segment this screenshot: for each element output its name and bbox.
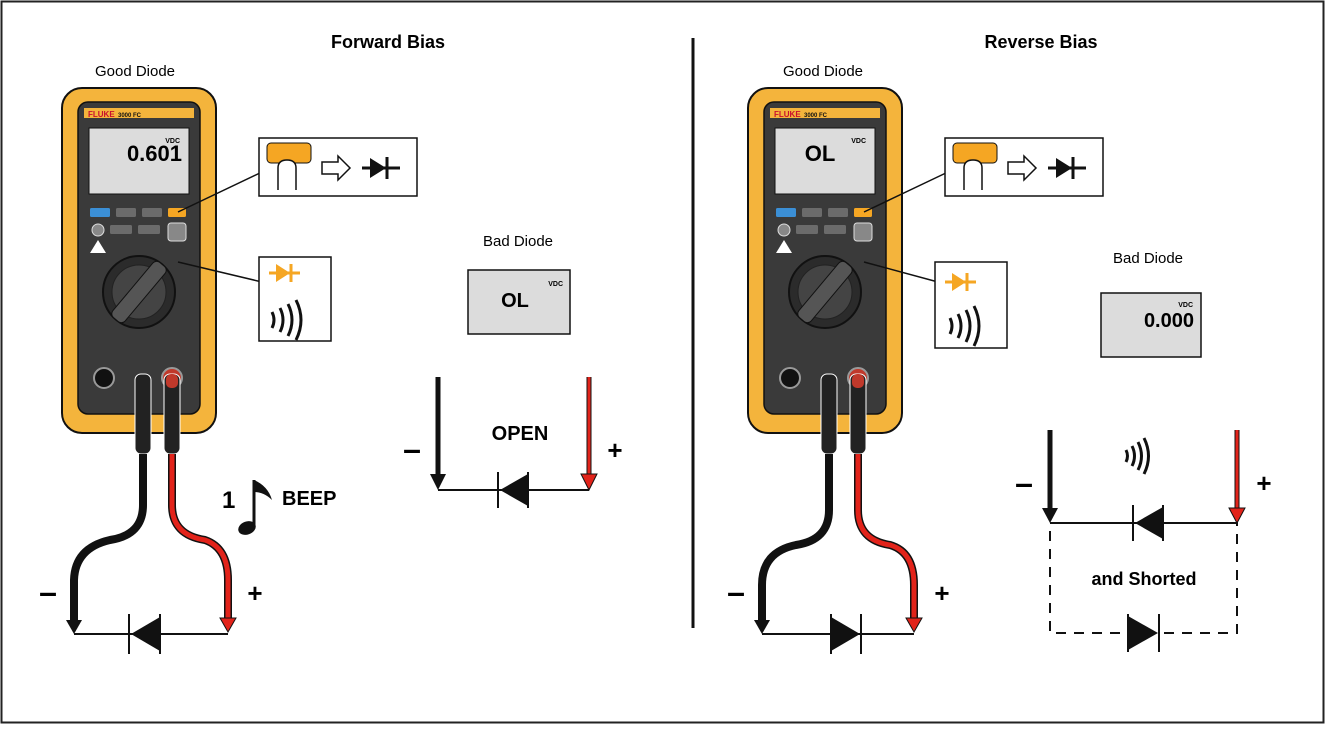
diode-symbol-right xyxy=(831,617,860,651)
minmax-button[interactable] xyxy=(116,208,136,217)
minmax-button[interactable] xyxy=(802,208,822,217)
plus-sign: + xyxy=(247,578,262,608)
black-probe-plug xyxy=(135,374,151,454)
finger-icon-right xyxy=(964,160,982,190)
range-button[interactable] xyxy=(142,208,162,217)
arrow-button[interactable] xyxy=(138,225,160,234)
plus-sign-right: + xyxy=(934,578,949,608)
hold-button[interactable] xyxy=(90,208,110,217)
dial-callout-box xyxy=(259,257,331,341)
red-plug-cap xyxy=(166,374,178,388)
short-plus-sign: + xyxy=(1256,468,1271,498)
continuity-sound-icon-short xyxy=(1126,438,1149,474)
lcd-reading: OL xyxy=(805,141,836,166)
bad-display-reading-right: 0.000 xyxy=(1144,310,1194,332)
shorted-label: and Shorted xyxy=(1091,569,1196,589)
minus-sign-right: – xyxy=(727,574,745,610)
select-button[interactable] xyxy=(110,225,132,234)
model-name: 3000 FC xyxy=(118,113,142,119)
finger-icon xyxy=(278,160,296,190)
range-button[interactable] xyxy=(828,208,848,217)
open-black-tip xyxy=(430,474,446,490)
black-probe-tip xyxy=(66,620,82,634)
backlight-button[interactable] xyxy=(92,224,104,236)
arrow-button[interactable] xyxy=(824,225,846,234)
black-test-lead xyxy=(74,454,143,625)
open-diode-symbol xyxy=(500,474,528,506)
open-plus-sign: + xyxy=(607,435,622,465)
good-diode-caption-right: Good Diode xyxy=(783,63,863,80)
wireless-button[interactable] xyxy=(168,223,186,241)
red-probe-tip-right xyxy=(906,618,922,632)
reverse-bias-heading: Reverse Bias xyxy=(984,32,1097,52)
hold-button[interactable] xyxy=(776,208,796,217)
short-minus-sign: – xyxy=(1015,465,1033,501)
bad-diode-caption-right: Bad Diode xyxy=(1113,250,1183,267)
good-diode-caption: Good Diode xyxy=(95,63,175,80)
open-label: OPEN xyxy=(492,423,549,445)
com-jack xyxy=(780,368,800,388)
red-probe-tip xyxy=(220,618,236,632)
short-red-tip xyxy=(1229,508,1245,523)
backlight-button[interactable] xyxy=(778,224,790,236)
open-red-tip xyxy=(581,474,597,490)
minus-sign: – xyxy=(39,574,57,610)
red-test-lead-right-fill xyxy=(858,454,914,620)
forward-bias-heading: Forward Bias xyxy=(331,32,445,52)
brand-logo: FLUKE xyxy=(774,110,801,119)
diode-symbol xyxy=(131,617,160,651)
red-test-lead-fill xyxy=(172,454,228,620)
beep-count: 1 xyxy=(222,487,235,514)
lcd-unit: VDC xyxy=(851,138,866,145)
music-note-icon xyxy=(236,480,272,537)
bad-display-unit: VDC xyxy=(548,281,563,288)
dial-callout-box-right xyxy=(935,262,1007,348)
open-minus-sign: – xyxy=(403,431,421,467)
bad-display-unit-right: VDC xyxy=(1178,302,1193,309)
com-jack xyxy=(94,368,114,388)
model-name: 3000 FC xyxy=(804,113,828,119)
short-black-tip xyxy=(1042,508,1058,523)
black-probe-tip-right xyxy=(754,620,770,634)
brand-logo: FLUKE xyxy=(88,110,115,119)
black-test-lead-right xyxy=(762,454,829,625)
shorted-diode-symbol xyxy=(1128,616,1158,650)
black-probe-plug-right xyxy=(821,374,837,454)
lcd-reading: 0.601 xyxy=(127,141,182,166)
bad-display-reading: OL xyxy=(501,290,529,312)
beep-label: BEEP xyxy=(282,488,336,510)
bad-diode-caption: Bad Diode xyxy=(483,233,553,250)
red-plug-cap-right xyxy=(852,374,864,388)
select-button[interactable] xyxy=(796,225,818,234)
wireless-button[interactable] xyxy=(854,223,872,241)
